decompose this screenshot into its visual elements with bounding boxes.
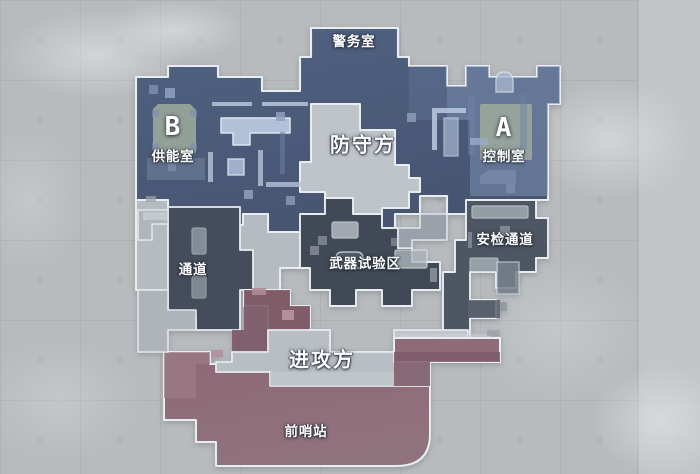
defender-wall-details — [165, 88, 308, 199]
defender-wall-details-right — [407, 95, 527, 157]
zone-site-b[interactable] — [147, 104, 205, 180]
attacker-walkway — [215, 329, 431, 387]
site-b-detail-blocks — [149, 85, 197, 171]
map-geometry[interactable] — [134, 26, 562, 467]
attacker-left-ledge — [164, 352, 210, 398]
zone-weapon-test[interactable] — [299, 197, 441, 307]
zone-defender-spawn[interactable] — [299, 103, 421, 221]
zone-mid-grey-links — [381, 213, 448, 269]
attacker-right-spur — [394, 352, 500, 386]
map-detail-blocks — [146, 184, 515, 282]
zone-bottom-left-grey — [137, 289, 197, 353]
zone-site-a[interactable] — [480, 71, 532, 184]
